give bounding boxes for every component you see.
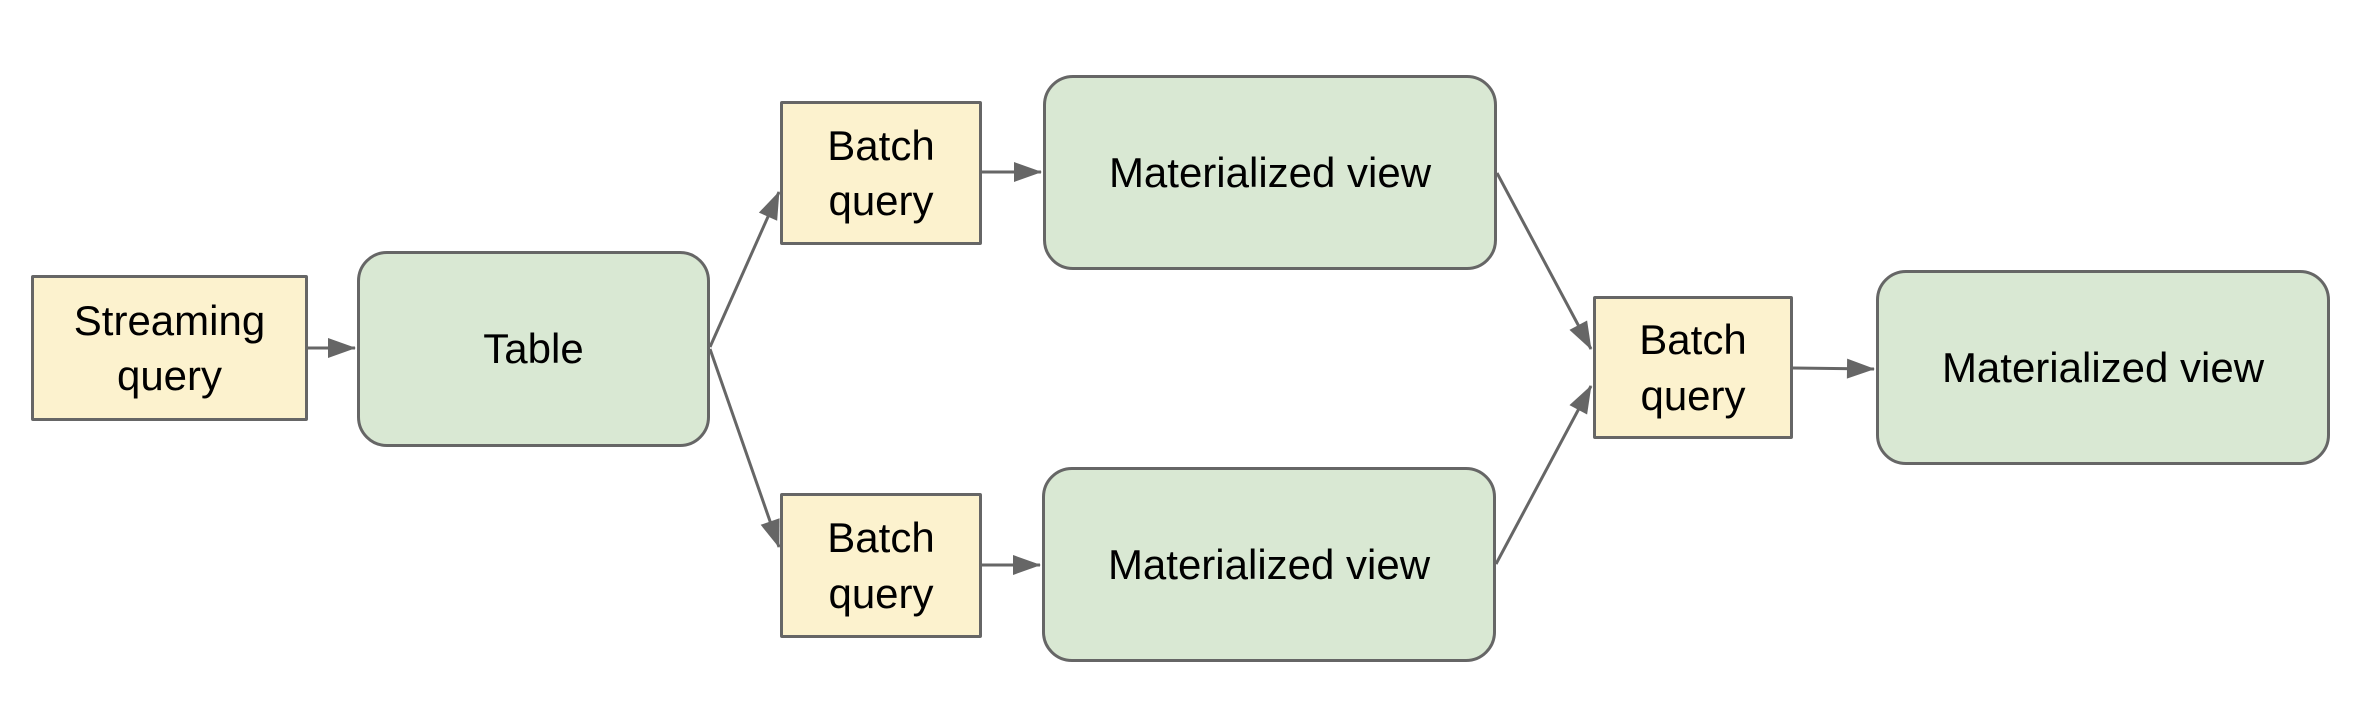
node-batch-query-bottom: Batch query [780, 493, 982, 638]
edge-materialized-view-top-to-batch-query-right [1495, 172, 1593, 350]
node-streaming-query: Streaming query [31, 275, 308, 421]
node-materialized-view-right-label: Materialized view [1941, 343, 2265, 391]
node-materialized-view-bottom-label: Materialized view [1107, 540, 1431, 588]
edge-batch-query-right-to-materialized-view-right [1792, 358, 1875, 379]
node-batch-query-top-label: Batch query [827, 121, 935, 224]
node-batch-query-right-label: Batch query [1639, 316, 1747, 419]
edge-materialized-view-bottom-to-batch-query-right [1494, 385, 1593, 565]
node-table: Table [357, 251, 710, 447]
node-materialized-view-top: Materialized view [1043, 75, 1497, 270]
node-materialized-view-right: Materialized view [1876, 270, 2330, 465]
node-batch-query-top: Batch query [780, 101, 982, 245]
node-table-label: Table [483, 325, 584, 373]
node-streaming-query-label: Streaming query [73, 296, 266, 399]
node-materialized-view-bottom: Materialized view [1042, 467, 1496, 662]
edge-table-to-batch-query-bottom [708, 348, 781, 548]
edge-table-to-batch-query-top [708, 191, 781, 348]
node-batch-query-bottom-label: Batch query [827, 514, 935, 617]
node-materialized-view-top-label: Materialized view [1108, 148, 1432, 196]
node-batch-query-right: Batch query [1593, 296, 1793, 439]
